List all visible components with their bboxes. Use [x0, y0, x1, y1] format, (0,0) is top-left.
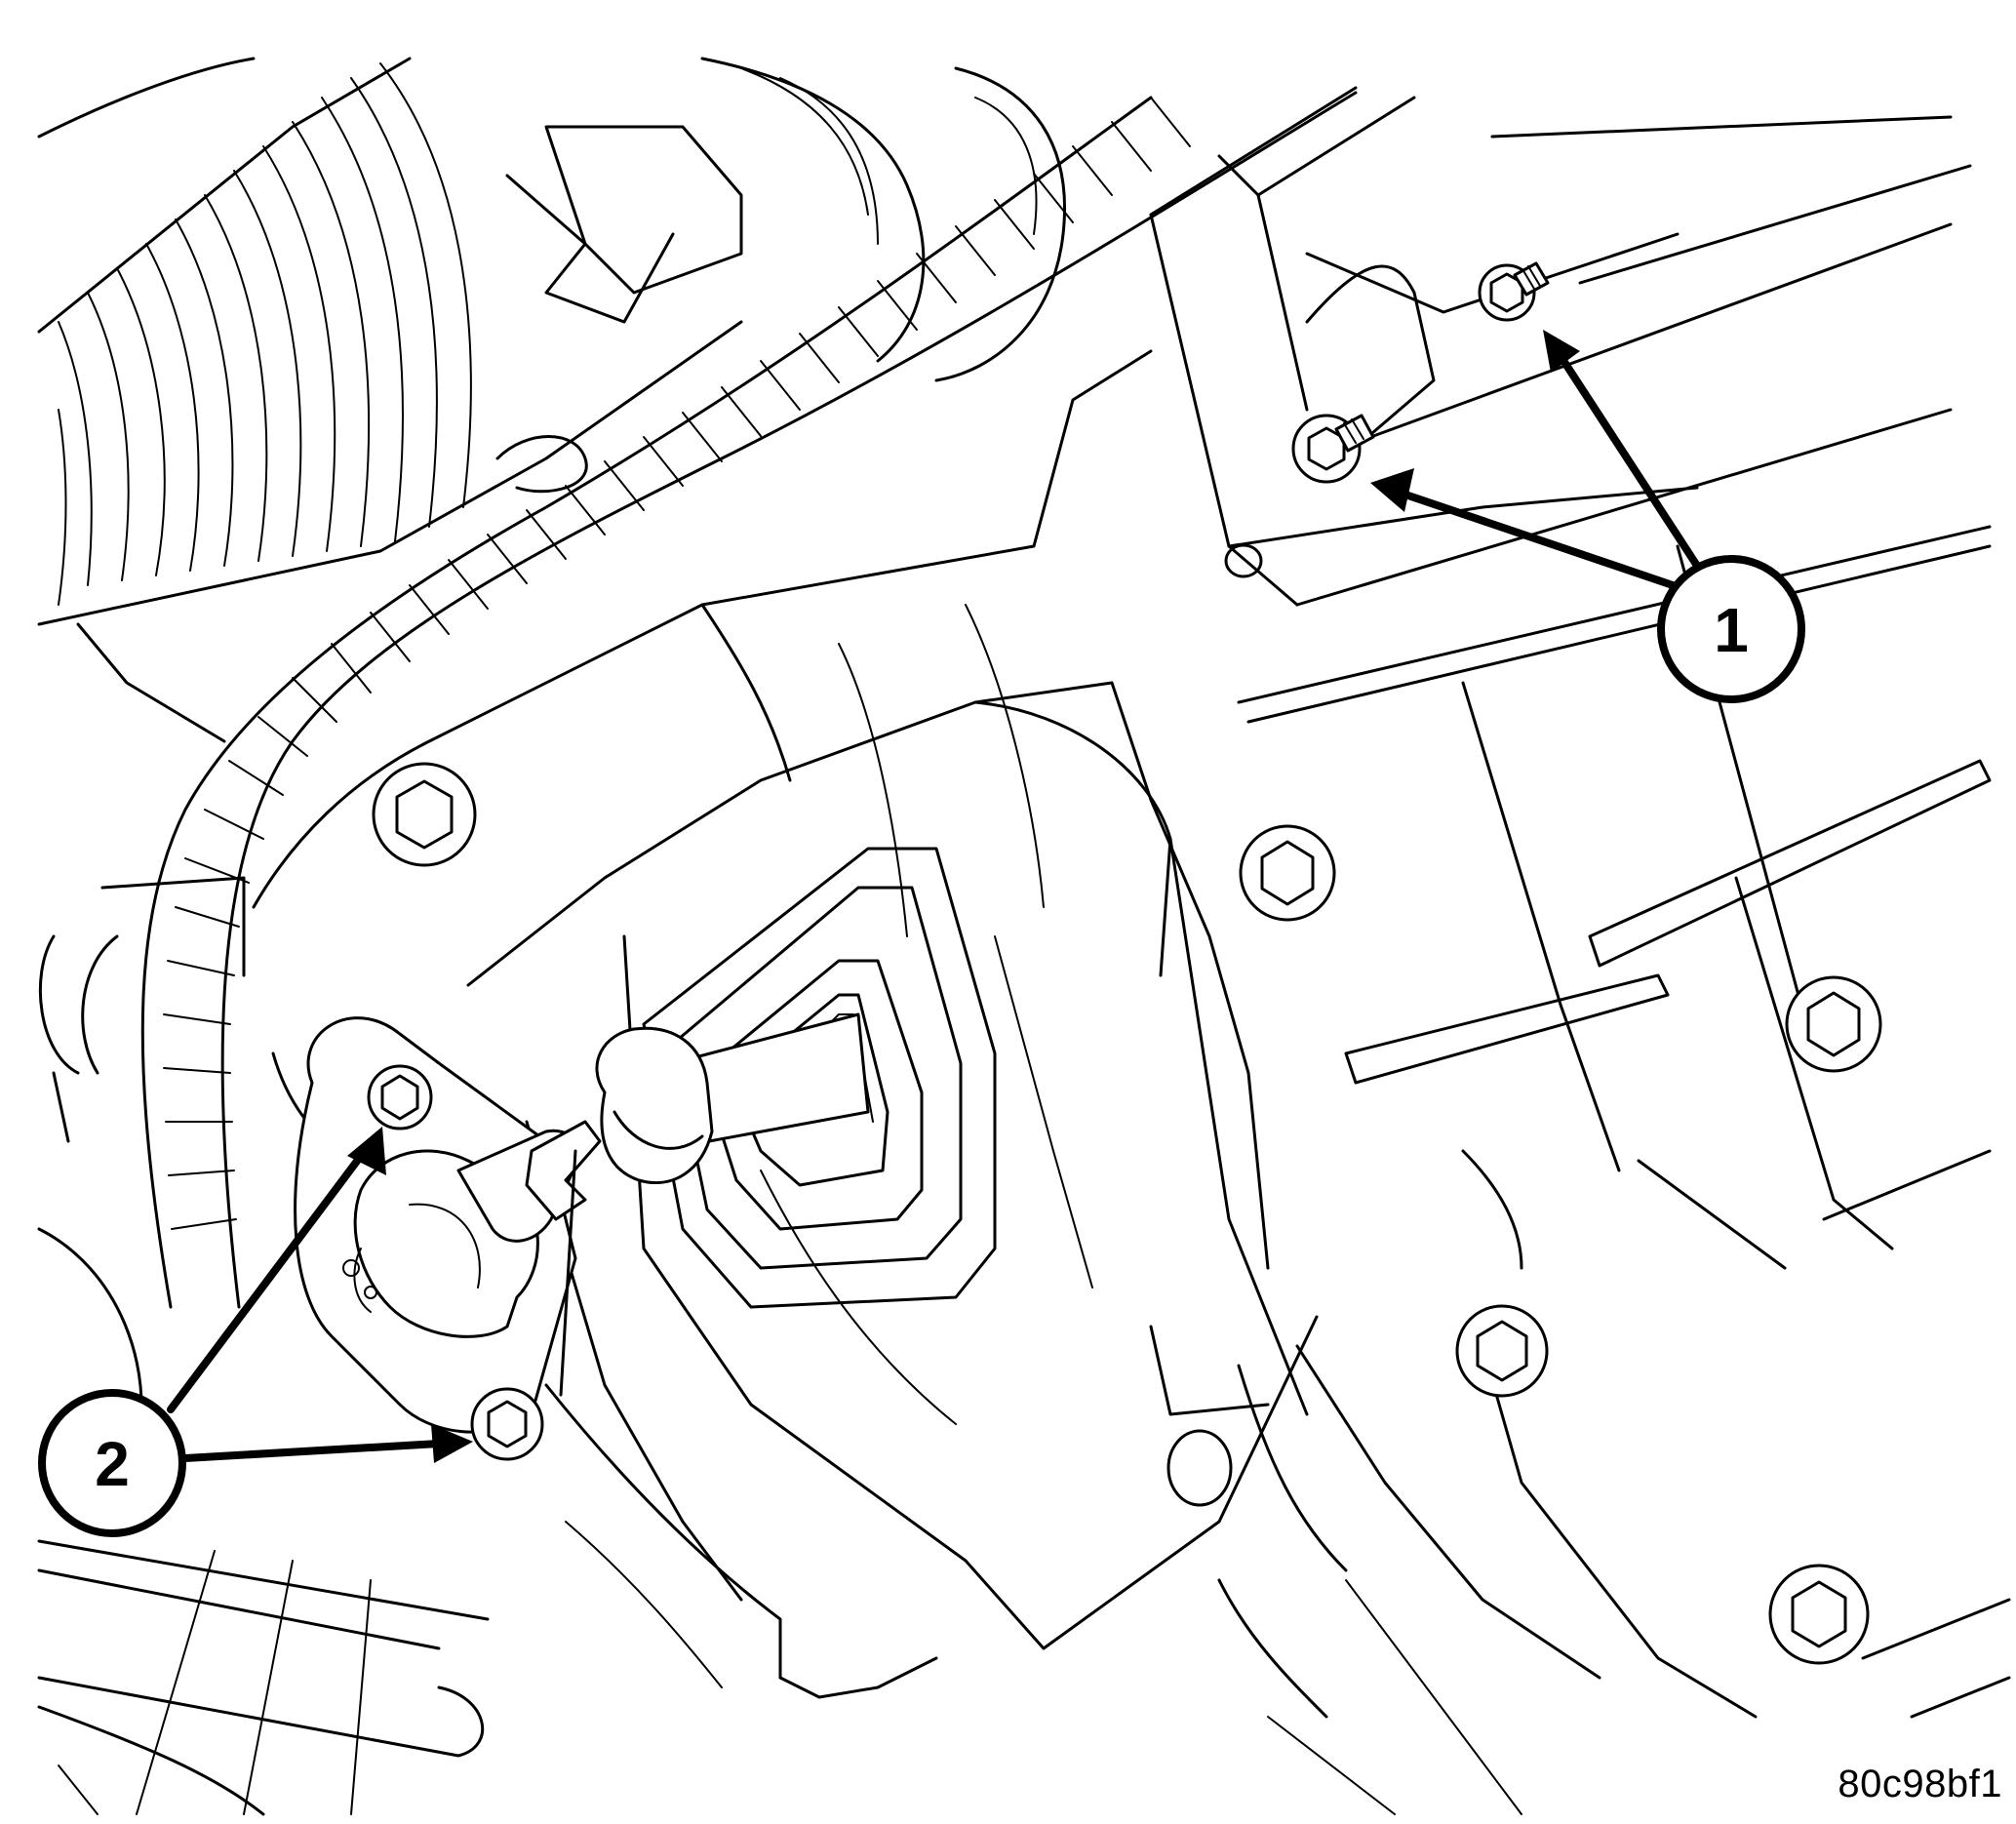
crossmember [1149, 86, 2011, 1815]
sensor-bolt-upper [367, 1064, 433, 1130]
bolt-center-upper [1239, 824, 1336, 922]
shift-lever [595, 1012, 870, 1185]
wiring-harness [140, 91, 1358, 1309]
left-bracket [37, 876, 490, 1816]
bolt-lower-right [1768, 1564, 1870, 1665]
figure-code: 80c98bf1 [1838, 1763, 2002, 1805]
callout-2: 2 [38, 1127, 473, 1537]
exhaust-clamp [495, 57, 1066, 494]
bolt-right [1785, 975, 1882, 1073]
mount-stud-lower [1291, 414, 1375, 484]
bolt-upper-left [372, 762, 477, 867]
dowel-pin [1166, 1429, 1233, 1507]
sensor [294, 1016, 602, 1434]
callout-2-label: 2 [95, 1429, 130, 1499]
housing-bolts [372, 762, 1882, 1665]
sensor-bolt-lower [470, 1387, 544, 1461]
callout-1: 1 [1370, 330, 1805, 703]
upper-mount-bolts [1224, 261, 1550, 578]
bolt-center-lower [1455, 1304, 1549, 1398]
mount-stud-upper [1478, 261, 1550, 322]
sensor-mount-bolts [367, 1064, 544, 1461]
exhaust-flex-pipe [37, 57, 743, 743]
callout-1-label: 1 [1714, 595, 1749, 665]
